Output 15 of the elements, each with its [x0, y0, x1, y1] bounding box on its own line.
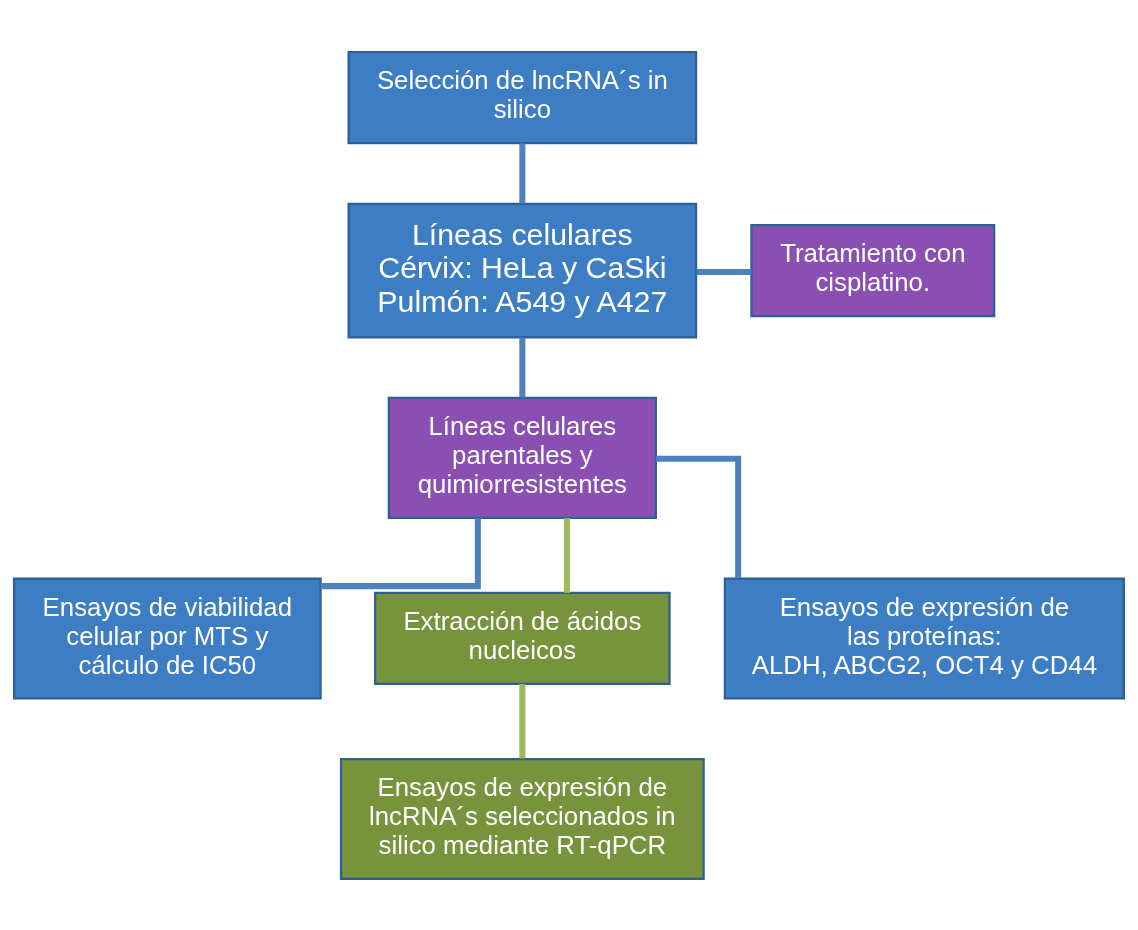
connector [519, 337, 526, 397]
node-box: Tratamiento con cisplatino. [750, 223, 996, 317]
node-box: Ensayos de viabilidad celular por MTS y cálculo de IC50 [12, 576, 322, 700]
connector [563, 517, 570, 593]
connector [655, 455, 742, 578]
node-box: Líneas celulares parentales y quimiorresistentes [387, 396, 657, 519]
node-box: Ensayos de expresión de las proteínas: ALDH, ABCG2, OCT4 y CD44 [723, 576, 1126, 700]
node-box: Ensayos de expresión de lncRNA´s seleccionados in silico mediante RT-qPCR [339, 757, 705, 880]
connector [519, 683, 526, 758]
node-box: Extracción de ácidos nucleicos [374, 591, 671, 685]
connector [696, 268, 752, 275]
node-box: Líneas celulares Cérvix: HeLa y CaSki Pulmón: A549 y A427 [347, 202, 698, 338]
node-box: Selección de lncRNA´s in silico [347, 50, 698, 144]
connector [320, 517, 481, 589]
connector [519, 143, 526, 204]
